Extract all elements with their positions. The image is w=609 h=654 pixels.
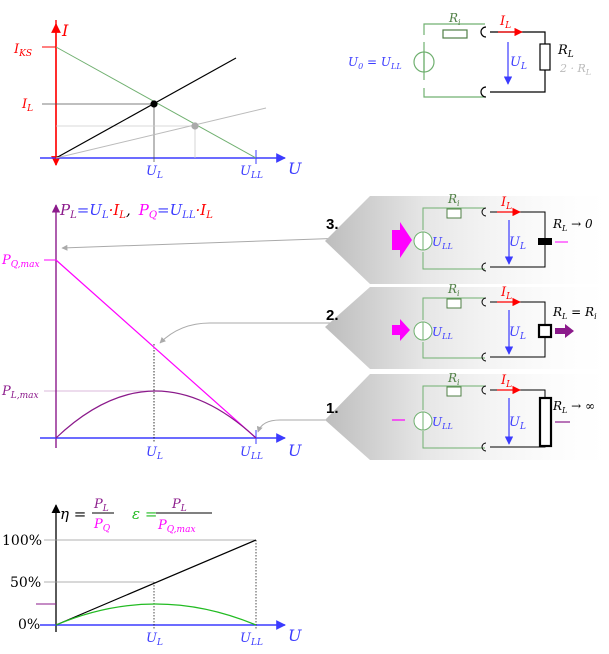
pl-power-arrow [555, 324, 574, 338]
pq-max-label: PQ,max [1, 253, 40, 270]
operating-point [150, 100, 158, 108]
case-number: 2. [326, 307, 339, 324]
ri-resistor [442, 29, 468, 39]
eps-denominator: PQ,max [157, 518, 196, 535]
svg-text:UL: UL [509, 235, 526, 252]
pq-line [55, 259, 257, 439]
ull-label-2: ULL [240, 445, 263, 462]
rl-short [538, 238, 552, 245]
rl-open [538, 396, 553, 448]
rl-matched [537, 323, 553, 339]
svg-text:Ri: Ri [447, 282, 460, 298]
pq-power-arrow [392, 319, 410, 341]
eta-denominator: PQ [93, 517, 111, 534]
eta-formula: η = [60, 505, 86, 523]
pl-curve [55, 390, 257, 439]
case-1: 1. Ri ULL IL UL RL → ∞ [325, 371, 609, 460]
ul-label: UL [510, 55, 527, 72]
il-label: IL [499, 14, 511, 31]
case-number: 3. [326, 216, 339, 233]
source-label: U0 = ULL [348, 55, 402, 71]
svg-text:RL → ∞: RL → ∞ [552, 399, 595, 415]
power-formula: PL=UL·IL,PQ=ULL·IL [59, 201, 213, 221]
u-axis-label: U [288, 159, 302, 178]
case-number: 1. [326, 400, 339, 417]
svg-text:UL: UL [509, 415, 526, 432]
top-circuit: U0 = ULL Ri IL UL RL 2 · RL [348, 11, 591, 98]
svg-text:Ri: Ri [447, 192, 460, 208]
case-tag-bg [325, 196, 609, 284]
rl2-line [55, 107, 267, 159]
pl-max-label: PL,max [1, 384, 39, 401]
svg-text:IL: IL [500, 285, 512, 302]
terminal-bottom [480, 86, 487, 98]
eps-curve [55, 603, 257, 626]
pointer-case-3 [61, 237, 347, 251]
ull-label-3: ULL [240, 631, 263, 648]
svg-text:IL: IL [500, 373, 512, 390]
ri-label: Ri [448, 11, 461, 27]
i-axis-label: I [61, 21, 69, 40]
svg-text:IL: IL [500, 195, 512, 212]
case-tag-bg [325, 287, 609, 369]
ull-label: ULL [240, 164, 263, 181]
u-axis-label-2: U [288, 441, 302, 460]
svg-text:ULL: ULL [432, 235, 453, 251]
pointer-case-1 [256, 419, 346, 433]
u-axis-label-3: U [288, 626, 302, 645]
eta-line [55, 539, 257, 626]
case-tag-bg [325, 374, 609, 460]
operating-point-2 [191, 122, 199, 130]
svg-text:RL → 0: RL → 0 [552, 217, 593, 233]
rl-line [55, 57, 237, 159]
case-2: 2. Ri ULL IL UL RL = Ri [325, 282, 609, 369]
efficiency-chart: 100% 50% 0% UL ULL U η = PL PQ ε = PL PQ… [2, 497, 302, 648]
il-label: IL [21, 97, 33, 114]
svg-text:Ri: Ri [447, 371, 460, 387]
case-3: 3. Ri ULL IL UL RL → 0 [325, 192, 609, 284]
eps-numerator: PL [171, 497, 187, 514]
rl-resistor [539, 43, 551, 71]
ul-label-2: UL [146, 445, 163, 462]
ul-label-3: UL [146, 631, 163, 648]
rl-label: RL [557, 43, 574, 60]
svg-text:ULL: ULL [432, 325, 453, 341]
rl2-label: 2 · RL [559, 62, 591, 77]
top-wire [423, 23, 485, 35]
terminal-top [480, 26, 487, 38]
svg-text:UL: UL [509, 325, 526, 342]
ul-label: UL [146, 164, 163, 181]
tick-50: 50% [10, 575, 41, 591]
iks-label: IKS [13, 42, 32, 59]
power-chart: PL=UL·IL,PQ=ULL·IL PQ,max PL,max UL ULL … [1, 201, 347, 462]
bottom-wire [423, 88, 485, 98]
tick-0: 0% [18, 617, 40, 633]
pq-power-arrow [392, 222, 412, 258]
pointer-case-2 [159, 322, 346, 344]
eps-formula: ε = [132, 505, 157, 523]
svg-text:ULL: ULL [432, 415, 453, 431]
svg-text:RL = Ri: RL = Ri [552, 305, 597, 321]
iu-chart: I U IKS IL UL ULL [13, 20, 302, 181]
eta-numerator: PL [93, 497, 109, 514]
tick-100: 100% [2, 533, 42, 549]
